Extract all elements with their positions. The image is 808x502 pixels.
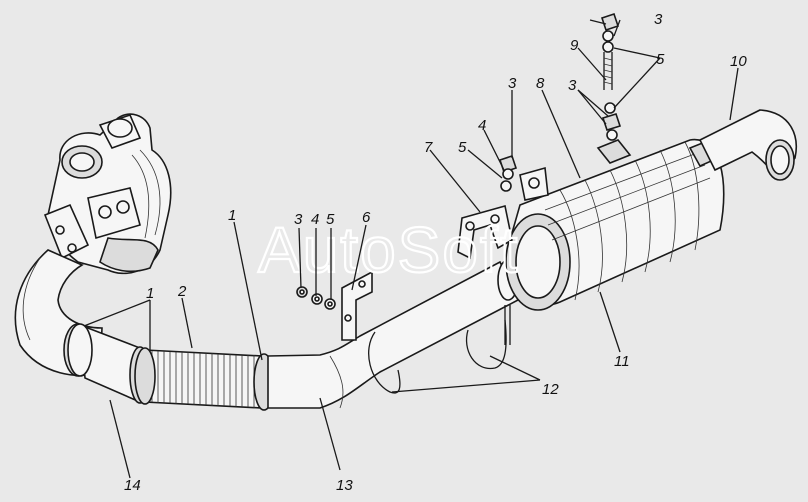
callout-6: 6: [362, 209, 371, 226]
upper-mid-fasteners: [498, 154, 518, 192]
muffler: [505, 138, 725, 311]
middle-fasteners: [296, 286, 336, 310]
turbocharger: [43, 113, 172, 275]
bracket: [341, 270, 373, 341]
callout-4b: 4: [478, 117, 486, 134]
callout-5a: 5: [326, 211, 335, 228]
tailpipe: [698, 109, 797, 181]
callout-7: 7: [424, 139, 433, 156]
callout-12: 12: [542, 381, 559, 398]
muffler-bracket: [457, 204, 513, 260]
callout-14: 14: [124, 477, 141, 494]
callout-3a: 3: [294, 211, 303, 228]
callout-3b: 3: [508, 75, 517, 92]
callout-labels: 1 1 2 3 4 5 6 7 5 4 3 8 3 9 3 5 10 11 12…: [124, 11, 747, 494]
muffler-clamp: [519, 166, 549, 201]
callout-3d: 3: [568, 77, 577, 94]
callout-10: 10: [730, 53, 747, 70]
callout-3c: 3: [654, 11, 663, 28]
callout-5c: 5: [656, 51, 665, 68]
leader-lines: [83, 19, 739, 479]
u-bolt-clamp: [368, 305, 511, 394]
callout-8: 8: [536, 75, 545, 92]
callout-2: 2: [177, 283, 187, 300]
callout-11: 11: [614, 353, 630, 370]
callout-9: 9: [570, 37, 579, 54]
callout-1b: 1: [228, 207, 236, 224]
callout-5b: 5: [458, 139, 467, 156]
flexible-bellows: [134, 347, 275, 411]
top-stud-assembly: [600, 12, 622, 141]
callout-4a: 4: [311, 211, 319, 228]
callout-1a: 1: [146, 285, 154, 302]
callout-13: 13: [336, 477, 353, 494]
